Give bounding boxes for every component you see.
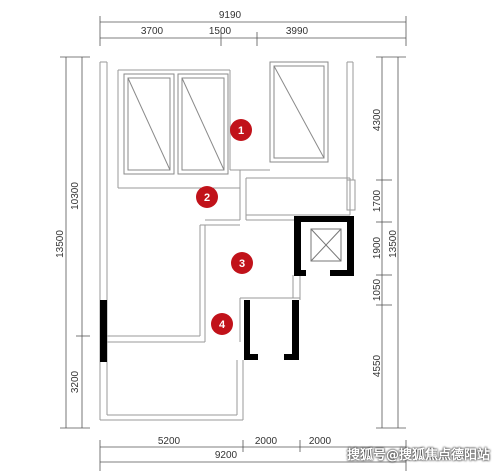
marker-2-label: 2	[204, 192, 210, 204]
dim-right-seg-2: 1700	[372, 189, 383, 212]
dim-left-seg-2: 3200	[70, 370, 81, 393]
dim-right-seg-3: 1900	[372, 236, 383, 259]
marker-1-label: 1	[238, 125, 244, 137]
dim-top-seg-3: 3990	[286, 26, 309, 37]
marker-2: 2	[196, 186, 218, 208]
dim-top-seg-1: 3700	[141, 26, 164, 37]
dim-top-total: 9190	[219, 10, 242, 21]
elevator-icon	[310, 228, 342, 262]
plan-outline	[99, 61, 356, 421]
window-3	[269, 61, 329, 163]
watermark: 搜狐号@搜狐焦点德阳站	[346, 448, 490, 463]
marker-4-label: 4	[219, 319, 226, 331]
dim-bottom-seg-2: 2000	[255, 436, 278, 447]
dim-left-total: 13500	[55, 230, 66, 258]
marker-1: 1	[230, 119, 252, 141]
windows	[123, 61, 329, 175]
dim-left-seg-1: 10300	[70, 182, 81, 210]
dim-bottom-seg-1: 5200	[158, 436, 181, 447]
dim-right-total: 13500	[388, 230, 399, 258]
dim-right-seg-5: 4550	[372, 354, 383, 377]
structural-walls	[100, 216, 354, 362]
marker-4: 4	[211, 313, 233, 335]
window-2	[177, 73, 229, 175]
dim-right-seg-4: 1050	[372, 278, 383, 301]
dim-bottom-total: 9200	[215, 450, 238, 461]
dim-right-seg-1: 4300	[372, 108, 383, 131]
dim-bottom-seg-3: 2000	[309, 436, 332, 447]
window-1	[123, 73, 175, 175]
dimension-lines	[60, 16, 407, 471]
marker-3: 3	[231, 252, 253, 274]
dim-top-seg-2: 1500	[209, 26, 232, 37]
marker-3-label: 3	[239, 258, 245, 270]
